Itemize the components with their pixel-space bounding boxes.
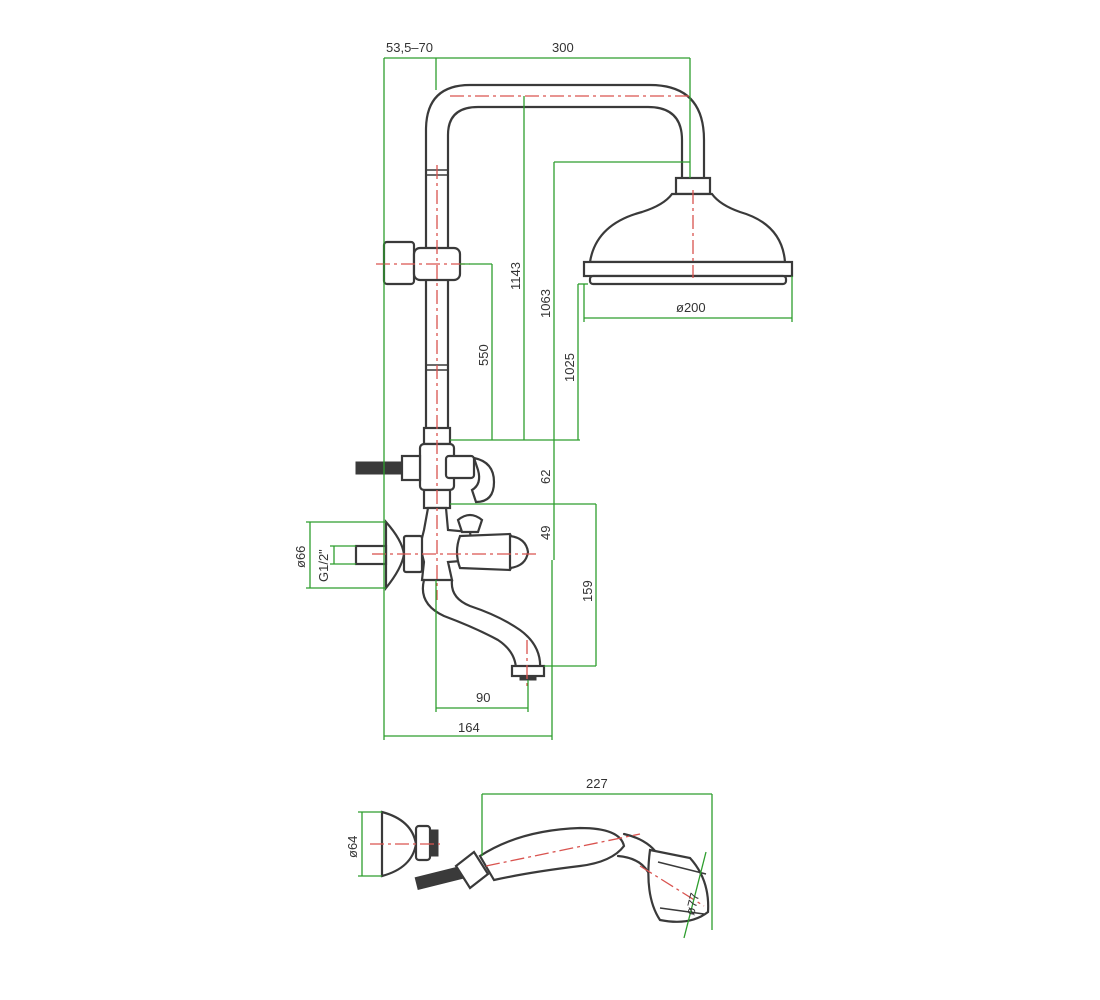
- slider-holder: [382, 240, 416, 286]
- holder-collar: [414, 824, 432, 862]
- dim-spout-reach: 90: [476, 690, 490, 705]
- holder-thread: [429, 829, 439, 857]
- handle-top: [456, 513, 484, 534]
- dim-head-diameter: ø200: [676, 300, 706, 315]
- dim-arm-offset: 53,5–70: [386, 40, 433, 55]
- dim-handshower-head-diameter: ø77: [682, 891, 702, 916]
- shower-head-face: [588, 274, 788, 286]
- hand-dimensions: 227 ø64 ø77: [345, 776, 713, 939]
- spout-outlet: [510, 664, 546, 678]
- hand-shower-neck-inner: [616, 854, 650, 874]
- riser-pipe: [424, 83, 706, 430]
- spout: [421, 578, 518, 672]
- aerator: [519, 675, 537, 681]
- diverter-outlet: [444, 454, 476, 480]
- dim-escutcheon-diameter: ø66: [293, 546, 308, 568]
- wall-escutcheon: [384, 519, 406, 592]
- spout-inner: [450, 578, 542, 672]
- hose-nut: [400, 454, 422, 482]
- dim-head-height: 1063: [538, 289, 553, 318]
- hose-stub: [355, 461, 403, 475]
- diverter-lever: [470, 456, 496, 504]
- inlet-connector: [354, 544, 388, 566]
- hand-shower-set: [380, 810, 710, 923]
- shower-head-rim: [582, 260, 794, 278]
- handle-cap: [508, 534, 530, 570]
- dim-diverter-height: 62: [538, 470, 553, 484]
- handle-connector: [454, 850, 490, 890]
- dim-mixer-to-diverter: 49: [538, 526, 553, 540]
- column-dimensions: 53,5–70 300 1143 1063 1025 550 ø200 62 4…: [293, 40, 793, 740]
- hand-shower-handle: [478, 826, 626, 882]
- dim-head-bottom-height: 1025: [562, 353, 577, 382]
- shower-head: [588, 192, 787, 264]
- riser-pipe-inner: [446, 105, 684, 430]
- dim-holder-diameter: ø64: [345, 836, 360, 858]
- dim-inlet-thread: G1/2": [316, 549, 331, 582]
- dim-slider-height: 550: [476, 344, 491, 366]
- dim-spout-drop: 159: [580, 580, 595, 602]
- head-face: [659, 907, 705, 915]
- centerlines: [372, 95, 694, 690]
- dim-total-depth: 164: [458, 720, 480, 735]
- head-rim: [657, 861, 707, 875]
- dim-handshower-length: 227: [586, 776, 608, 791]
- mixer-handle: [455, 532, 517, 572]
- dim-arm-reach: 300: [552, 40, 574, 55]
- dim-total-height: 1143: [508, 262, 523, 290]
- hose: [414, 866, 464, 890]
